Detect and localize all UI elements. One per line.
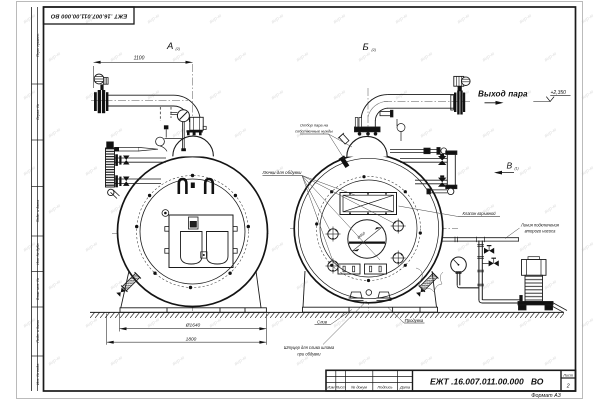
svg-text:Изм: Изм (327, 386, 334, 390)
svg-text:вир-м: вир-м (208, 89, 223, 102)
svg-text:Дата: Дата (399, 386, 410, 390)
svg-text:вир-м: вир-м (270, 241, 285, 254)
svg-text:Линия подключения: Линия подключения (520, 223, 560, 228)
svg-text:+2,350: +2,350 (551, 90, 567, 96)
svg-text:вир-м: вир-м (543, 355, 558, 368)
svg-text:вир-м: вир-м (481, 127, 496, 140)
svg-text:вир-м: вир-м (22, 165, 37, 178)
svg-text:вир-м: вир-м (47, 355, 62, 368)
svg-text:№ докум: № докум (351, 386, 367, 390)
svg-text:вир-м: вир-м (456, 165, 471, 178)
svg-text:вир-м: вир-м (109, 127, 124, 140)
svg-text:1800: 1800 (186, 337, 197, 343)
svg-text:ЕЖТ .16.007.011.00.000 ВО: ЕЖТ .16.007.011.00.000 ВО (50, 12, 127, 18)
svg-text:вир-м: вир-м (47, 279, 62, 292)
svg-text:Подп. и дата: Подп. и дата (36, 200, 40, 223)
svg-text:Выход пара: Выход пара (478, 90, 528, 99)
svg-text:(1): (1) (515, 167, 519, 171)
svg-text:Инв. № подл.: Инв. № подл. (36, 363, 40, 385)
svg-text:вир-м: вир-м (394, 13, 409, 26)
svg-text:вир-м: вир-м (233, 355, 248, 368)
svg-text:Продувка: Продувка (405, 318, 424, 323)
svg-text:Отбор пара на: Отбор пара на (300, 123, 329, 128)
svg-text:вир-м: вир-м (146, 317, 161, 330)
svg-text:Штуцер для слива шлама: Штуцер для слива шлама (284, 345, 335, 350)
svg-text:Подп. и дата: Подп. и дата (36, 320, 40, 343)
svg-text:вир-м: вир-м (270, 89, 285, 102)
svg-text:вир-м: вир-м (109, 51, 124, 64)
svg-text:вир-м: вир-м (332, 89, 347, 102)
svg-text:вир-м: вир-м (270, 13, 285, 26)
svg-text:Ø1640: Ø1640 (185, 322, 201, 328)
svg-text:вир-м: вир-м (295, 51, 310, 64)
svg-text:Перв. примен.: Перв. примен. (36, 33, 40, 57)
svg-text:вир-м: вир-м (146, 13, 161, 26)
svg-text:при обдувки: при обдувки (297, 351, 321, 356)
svg-text:вир-м: вир-м (481, 279, 496, 292)
svg-text:А: А (166, 41, 173, 52)
svg-text:вир-м: вир-м (332, 317, 347, 330)
svg-text:вир-м: вир-м (84, 317, 99, 330)
svg-text:вир-м: вир-м (518, 13, 533, 26)
svg-text:вир-м: вир-м (543, 127, 558, 140)
svg-text:вир-м: вир-м (543, 203, 558, 216)
svg-text:Лючки для обдувки: Лючки для обдувки (262, 170, 302, 175)
svg-text:второго насоса: второго насоса (525, 229, 557, 234)
svg-text:Б: Б (363, 42, 369, 53)
svg-text:вир-м: вир-м (357, 355, 372, 368)
svg-text:вир-м: вир-м (84, 165, 99, 178)
svg-text:вир-м: вир-м (47, 51, 62, 64)
svg-text:вир-м: вир-м (109, 355, 124, 368)
svg-text:вир-м: вир-м (84, 89, 99, 102)
svg-text:вир-м: вир-м (233, 127, 248, 140)
svg-text:1100: 1100 (134, 56, 145, 62)
svg-text:вир-м: вир-м (481, 51, 496, 64)
svg-text:(2): (2) (372, 48, 376, 52)
svg-text:Инв. № дубл.: Инв. № дубл. (36, 243, 40, 265)
svg-text:вир-м: вир-м (22, 13, 37, 26)
svg-text:вир-м: вир-м (295, 355, 310, 368)
svg-text:вир-м: вир-м (171, 355, 186, 368)
svg-text:вир-м: вир-м (419, 51, 434, 64)
svg-text:вир-м: вир-м (84, 241, 99, 254)
svg-text:вир-м: вир-м (171, 51, 186, 64)
svg-text:вир-м: вир-м (543, 51, 558, 64)
svg-text:Лист: Лист (335, 386, 346, 390)
svg-text:вир-м: вир-м (47, 203, 62, 216)
svg-text:вир-м: вир-м (456, 317, 471, 330)
svg-text:вир-м: вир-м (518, 241, 533, 254)
svg-text:вир-м: вир-м (456, 13, 471, 26)
svg-text:(2): (2) (176, 47, 180, 51)
svg-text:вир-м: вир-м (543, 279, 558, 292)
svg-text:Взам. инв. №: Взам. инв. № (36, 278, 40, 300)
svg-text:вир-м: вир-м (419, 355, 434, 368)
svg-text:ЕЖТ .16.007.011.00.000 ВО: ЕЖТ .16.007.011.00.000 ВО (430, 376, 544, 386)
svg-text:вир-м: вир-м (456, 241, 471, 254)
svg-text:Подпись: Подпись (377, 386, 392, 390)
svg-text:вир-м: вир-м (419, 127, 434, 140)
svg-text:Клапан взрывной: Клапан взрывной (462, 211, 496, 216)
svg-text:собственные нужды: собственные нужды (295, 129, 333, 134)
svg-text:Справ. №: Справ. № (36, 104, 40, 120)
svg-text:вир-м: вир-м (270, 317, 285, 330)
svg-text:Лист: Лист (562, 373, 573, 377)
svg-text:вир-м: вир-м (518, 165, 533, 178)
svg-text:2: 2 (566, 383, 570, 389)
svg-text:вир-м: вир-м (208, 317, 223, 330)
svg-text:вир-м: вир-м (22, 89, 37, 102)
svg-text:вир-м: вир-м (332, 13, 347, 26)
svg-text:Слив: Слив (317, 320, 328, 325)
svg-text:вир-м: вир-м (518, 317, 533, 330)
svg-text:вир-м: вир-м (295, 279, 310, 292)
svg-text:В: В (507, 161, 513, 171)
svg-text:вир-м: вир-м (208, 13, 223, 26)
svg-text:Формат А3: Формат А3 (531, 393, 561, 399)
svg-text:вир-м: вир-м (47, 127, 62, 140)
svg-text:вир-м: вир-м (233, 51, 248, 64)
svg-text:вир-м: вир-м (481, 355, 496, 368)
svg-text:Ø450: Ø450 (356, 231, 366, 240)
